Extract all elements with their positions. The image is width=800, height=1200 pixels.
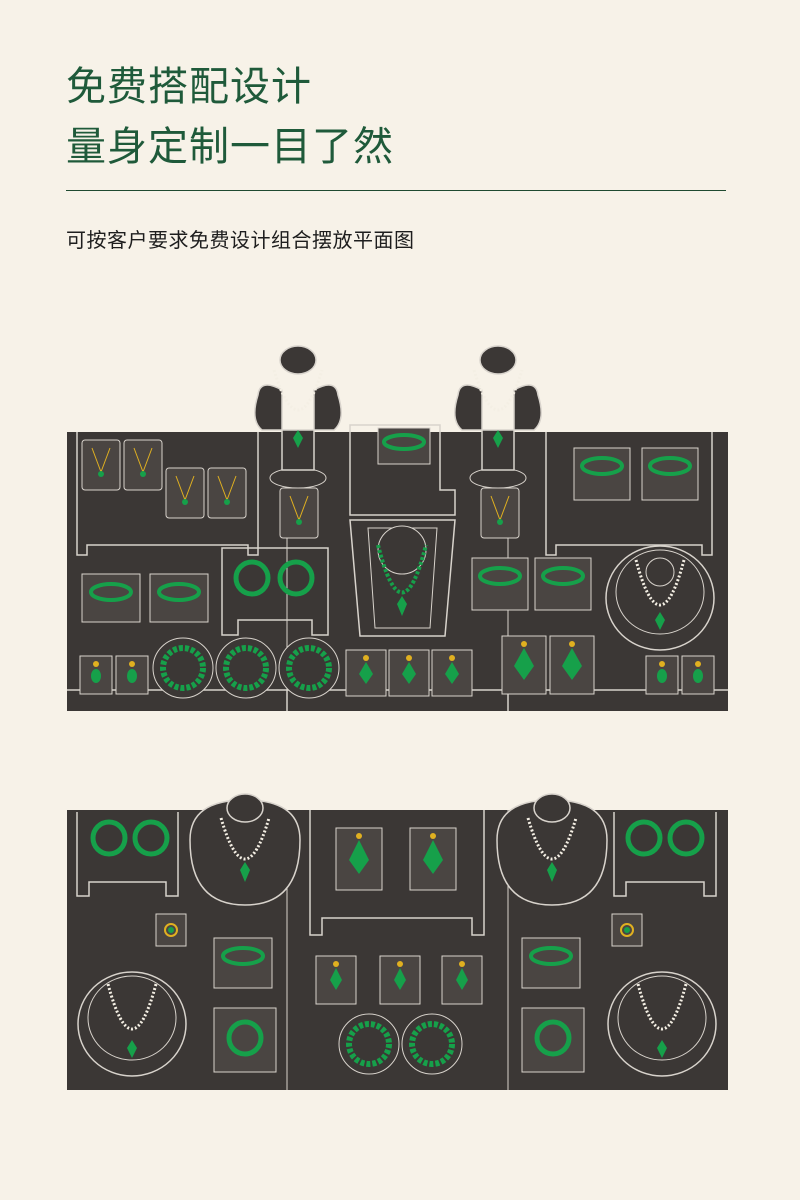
bangle-icon <box>81 447 699 623</box>
pendant-necklace-icon <box>349 519 456 637</box>
pendant-necklace-icon <box>605 545 715 651</box>
pendant-icon <box>315 955 483 1005</box>
necklace-bust-icon <box>189 793 608 906</box>
display-layout-plan-1 <box>67 345 728 711</box>
bangle-icon <box>213 937 585 1073</box>
pendant-necklace-icon <box>77 971 717 1077</box>
divider <box>66 190 726 191</box>
subtitle: 可按客户要求免费设计组合摆放平面图 <box>66 228 415 252</box>
bangle-icon <box>233 559 315 597</box>
pendant-icon <box>345 635 595 697</box>
headline-line-2: 量身定制一目了然 <box>66 124 394 170</box>
bracelet-bead-ring-icon <box>152 637 340 699</box>
bracelet-bead-ring-icon <box>338 1013 463 1075</box>
necklace-bust-icon <box>254 345 542 489</box>
bangle-icon <box>90 819 705 857</box>
ring-icon <box>155 913 643 947</box>
headline-line-1: 免费搭配设计 <box>66 64 312 110</box>
earring-icon <box>79 655 715 695</box>
bangle-icon <box>377 427 431 465</box>
pendant-icon <box>335 827 457 891</box>
display-layout-plan-2 <box>67 793 728 1090</box>
